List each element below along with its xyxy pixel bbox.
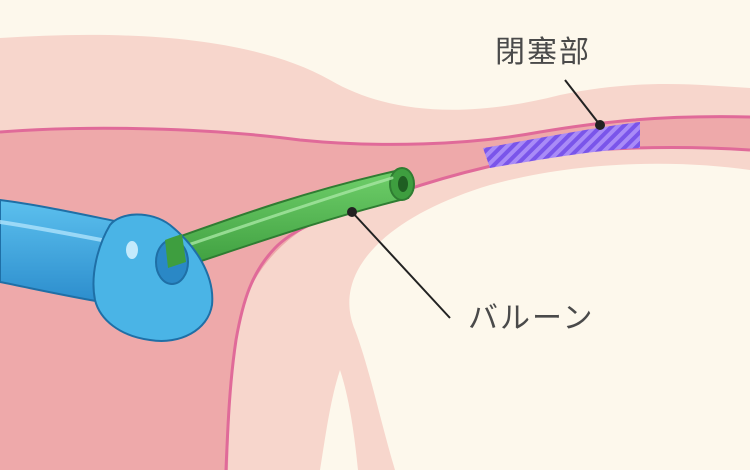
balloon-leader — [351, 211, 451, 319]
balloon-entry — [165, 234, 186, 268]
catheter-shine — [126, 241, 138, 259]
balloon-label: バルーン — [468, 301, 595, 336]
occlusion-label: 閉塞部 — [495, 35, 591, 70]
lower-cut — [320, 370, 358, 470]
occlusion-leader — [564, 79, 601, 126]
occlusion-region — [483, 122, 640, 168]
tube-outline-top — [0, 115, 750, 146]
inner-space — [349, 163, 750, 470]
balloon-leader-dot — [347, 207, 357, 217]
balloon-tip-hole — [398, 176, 408, 192]
balloon-highlight — [183, 176, 394, 248]
occlusion-leader-dot — [595, 120, 605, 130]
